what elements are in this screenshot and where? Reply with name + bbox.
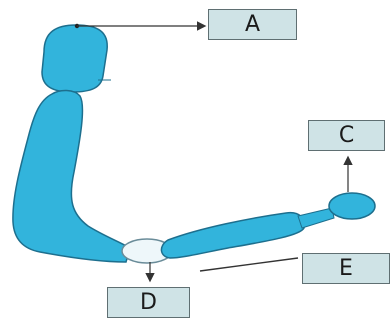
- bracket-e-line: [199, 257, 299, 272]
- top-segment: [41, 24, 108, 93]
- connecting-stalk: [297, 207, 335, 229]
- label-e: E: [302, 253, 390, 284]
- label-a: A: [208, 9, 297, 40]
- end-bulb: [328, 192, 376, 220]
- label-c: C: [308, 120, 385, 151]
- label-d: D: [107, 287, 190, 318]
- main-curved-segment: [12, 89, 131, 263]
- lower-segment: [160, 211, 306, 259]
